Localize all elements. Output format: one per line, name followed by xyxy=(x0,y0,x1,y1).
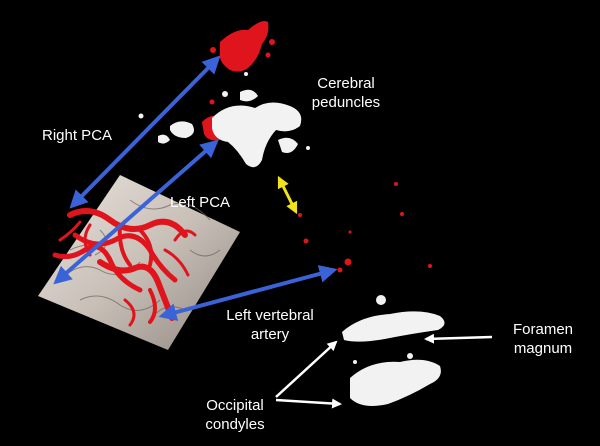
occipital-condyles-label-line2: condyles xyxy=(205,416,265,433)
cerebral-peduncle-shapes xyxy=(138,72,310,168)
left-vertebral-artery-label-line1: Left vertebral xyxy=(226,307,314,324)
foramen-magnum-arrow xyxy=(424,333,493,344)
right-pca-label: Right PCA xyxy=(42,127,113,144)
foramen-magnum-label-line2: magnum xyxy=(513,340,573,357)
foramen-magnum-shapes xyxy=(342,295,445,406)
occipital-condyle-lower-arrow xyxy=(275,398,342,409)
white-pointer-arrows xyxy=(275,333,493,409)
cerebral-peduncles-label-line2: peduncles xyxy=(311,94,381,111)
left-vertebral-artery-label-line2: artery xyxy=(250,326,290,343)
occipital-condyle-upper-arrow xyxy=(275,340,338,398)
left-pca-label: Left PCA xyxy=(170,194,231,211)
left-pca-arrow xyxy=(53,139,219,285)
blue-pointer-arrows xyxy=(53,55,338,321)
foramen-magnum-label: Foramen magnum xyxy=(500,320,586,358)
yellow-distance-arrow xyxy=(277,175,298,215)
occipital-condyles-label-line1: Occipital xyxy=(206,397,264,414)
cerebral-peduncles-label: Cerebral peduncles xyxy=(296,74,396,112)
occipital-condyles-label: Occipital condyles xyxy=(190,396,280,434)
foramen-magnum-label-line1: Foramen xyxy=(512,321,574,338)
left-vertebral-artery-label: Left vertebral artery xyxy=(214,306,326,344)
left-vertebral-arrow xyxy=(158,265,338,321)
cerebral-peduncles-label-line1: Cerebral xyxy=(317,75,375,92)
